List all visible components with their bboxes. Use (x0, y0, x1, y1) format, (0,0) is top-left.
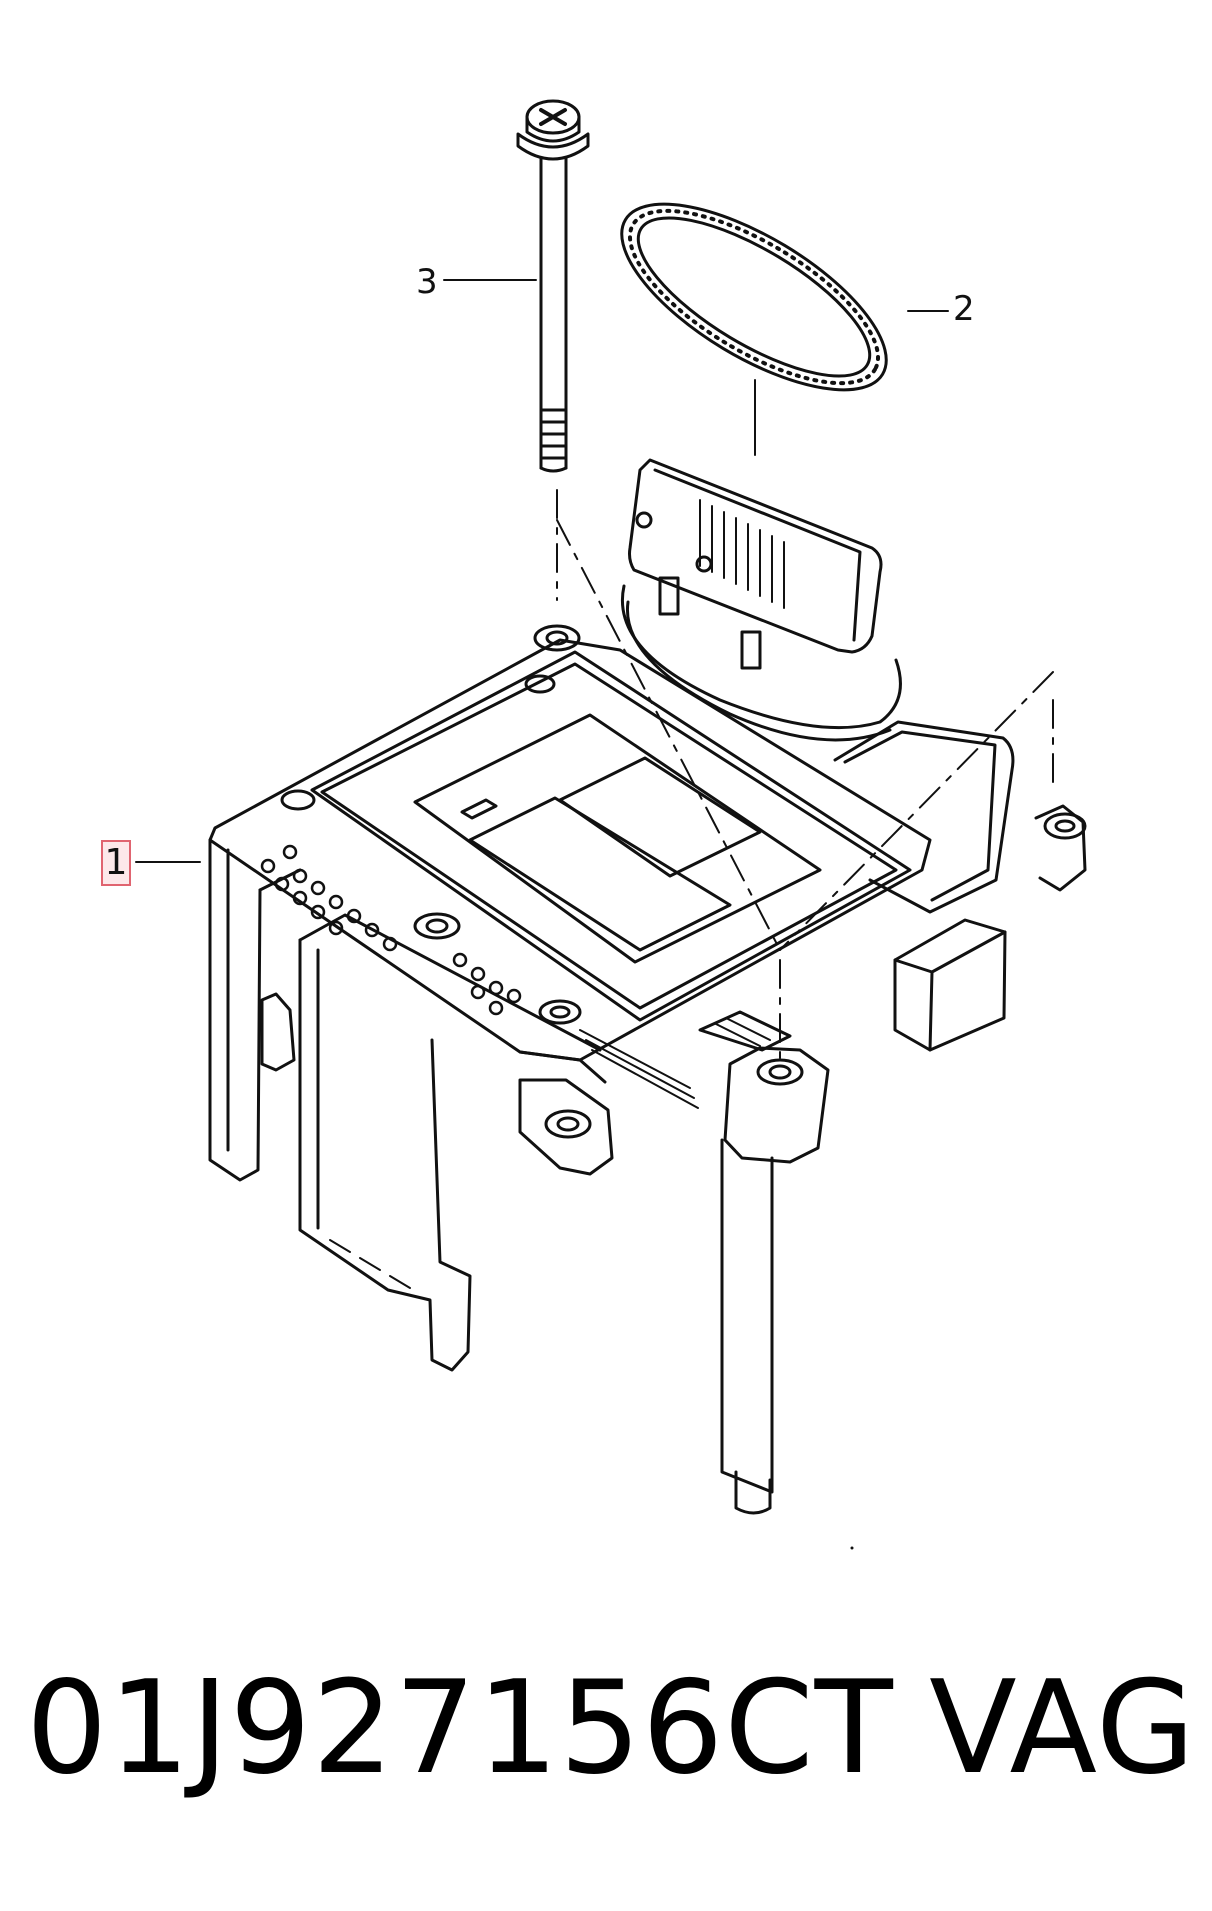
bolt-part (516, 99, 590, 473)
footer-caption: 01J927156CT VAG (26, 1665, 1196, 1793)
callout-2-label: 2 (953, 289, 975, 329)
control-unit-part (208, 458, 1087, 1515)
part-number: 01J927156CT (26, 1654, 894, 1803)
callout-3-label: 3 (416, 262, 438, 302)
callout-1-label: 1 (101, 840, 131, 886)
seal-ring-part (620, 202, 888, 392)
brand-name: VAG (929, 1654, 1196, 1803)
